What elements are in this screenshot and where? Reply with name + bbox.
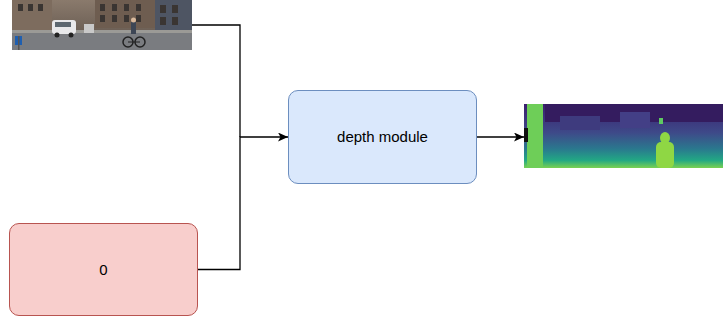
process-box: depth module [288, 90, 477, 184]
input-wire [192, 25, 240, 137]
output-arrow [477, 136, 524, 137]
node-label: depth module [337, 128, 428, 146]
input-box: 0 [9, 223, 198, 316]
node-label: 0 [99, 261, 107, 279]
street-photo [12, 0, 192, 50]
depth-map [524, 104, 723, 168]
connector-arrow [198, 137, 288, 270]
